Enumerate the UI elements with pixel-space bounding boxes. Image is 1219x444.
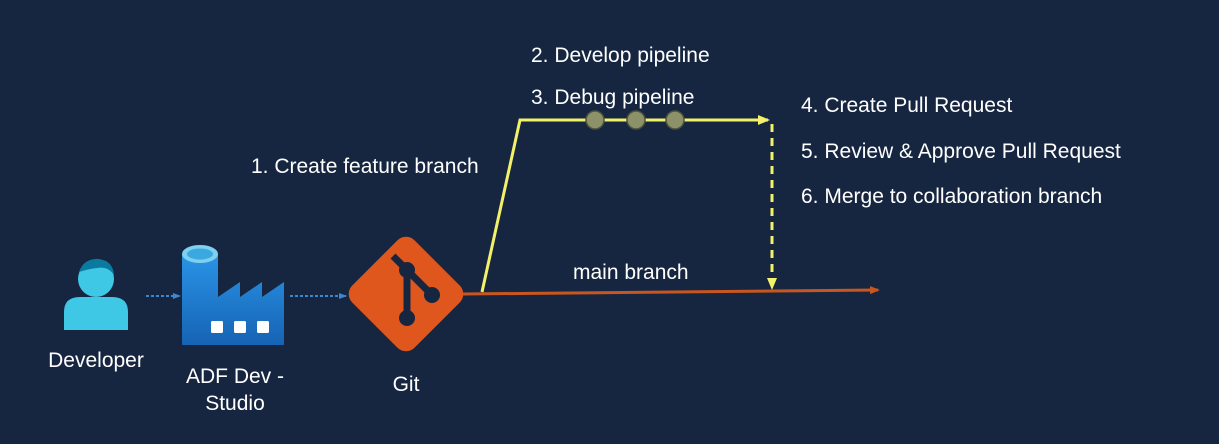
adf-label-line1: ADF Dev - — [185, 365, 284, 388]
commit-node — [665, 110, 685, 130]
step-create-pull-request: 4. Create Pull Request — [801, 94, 1013, 117]
step-merge: 6. Merge to collaboration branch — [801, 185, 1103, 208]
step-review-approve: 5. Review & Approve Pull Request — [801, 140, 1121, 163]
commit-node — [585, 110, 605, 130]
main-branch-label: main branch — [573, 261, 689, 284]
step-develop-pipeline: 2. Develop pipeline — [531, 44, 710, 67]
data-factory-icon — [182, 245, 284, 345]
adf-label-line2: Studio — [205, 392, 265, 415]
main-branch-line — [462, 286, 880, 296]
developer-label: Developer — [48, 349, 144, 372]
step-debug-pipeline: 3. Debug pipeline — [531, 86, 695, 109]
feature-branch-line — [480, 115, 770, 293]
feature-branch-label: 1. Create feature branch — [251, 155, 479, 178]
person-icon — [64, 258, 128, 330]
git-label: Git — [392, 373, 420, 396]
commit-node — [626, 110, 646, 130]
git-logo-icon — [348, 236, 464, 352]
